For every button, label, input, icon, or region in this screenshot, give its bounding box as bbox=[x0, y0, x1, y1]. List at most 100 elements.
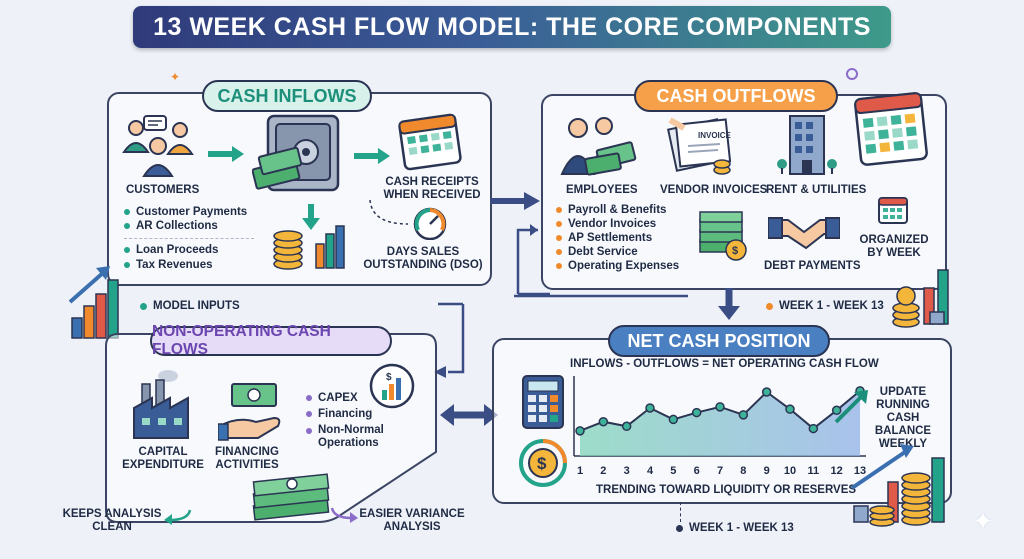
net-formula: INFLOWS - OUTFLOWS = NET OPERATING CASH … bbox=[570, 358, 879, 370]
chart-point bbox=[831, 405, 842, 416]
customers-icon bbox=[122, 115, 194, 177]
x-tick-label: 2 bbox=[600, 465, 606, 477]
model-inputs-label: MODEL INPUTS bbox=[140, 300, 240, 312]
cash-receipts-label: CASH RECEIPTS WHEN RECEIVED bbox=[383, 176, 481, 201]
net-week-range-label: WEEK 1 - WEEK 13 bbox=[676, 522, 794, 534]
sparkle-icon: ✦ bbox=[170, 70, 181, 84]
double-arrow-icon bbox=[440, 404, 498, 426]
dso-label: DAYS SALES OUTSTANDING (DSO) bbox=[363, 246, 483, 271]
invoice-word: INVOICE bbox=[698, 131, 732, 140]
x-tick-label: 4 bbox=[647, 465, 654, 477]
arrow-right-icon bbox=[330, 507, 358, 523]
gauge-icon bbox=[413, 207, 447, 240]
chart-point bbox=[691, 407, 702, 418]
calculator-icon bbox=[522, 375, 564, 429]
arrow-right-icon bbox=[490, 192, 540, 210]
x-tick-label: 13 bbox=[854, 465, 866, 477]
coins-growth-icon bbox=[273, 225, 345, 270]
update-balance-label: UPDATE RUNNING CASH BALANCE WEEKLY bbox=[874, 386, 932, 450]
cash-outflows-header: CASH OUTFLOWS bbox=[634, 80, 838, 112]
week-range-label: WEEK 1 - WEEK 13 bbox=[766, 300, 884, 312]
outflow-bullet: AP Settlements bbox=[556, 232, 652, 244]
sparkle-icon: ✦ bbox=[972, 506, 994, 536]
nonop-bullet: Financing bbox=[306, 408, 372, 420]
weekly-calendar-icon bbox=[854, 92, 928, 166]
financing-label: FINANCING ACTIVITIES bbox=[215, 446, 279, 471]
chart-point bbox=[645, 403, 655, 413]
inflow-bullet: Loan Proceeds bbox=[124, 244, 218, 256]
connector-line bbox=[434, 224, 550, 378]
outflow-bullet: Vendor Invoices bbox=[556, 218, 656, 230]
page-title: 13 WEEK CASH FLOW MODEL: THE CORE COMPON… bbox=[153, 12, 871, 41]
outflow-bullet: Operating Expenses bbox=[556, 260, 679, 272]
nonop-bullet: Non-Normal Operations bbox=[306, 424, 398, 450]
x-tick-label: 10 bbox=[784, 465, 796, 477]
chart-point bbox=[761, 387, 772, 397]
svg-text:$: $ bbox=[732, 245, 738, 257]
outflow-bullet: Payroll & Benefits bbox=[556, 204, 666, 216]
chart-point bbox=[621, 421, 632, 432]
net-cash-header: NET CASH POSITION bbox=[608, 325, 830, 357]
week-range-connector bbox=[680, 502, 681, 522]
inflow-bullet: Customer Payments bbox=[124, 206, 247, 218]
x-tick-label: 7 bbox=[717, 465, 723, 477]
cash-stack-icon: $ bbox=[699, 211, 747, 261]
small-calendar-icon bbox=[878, 197, 908, 224]
chart-point bbox=[598, 416, 609, 427]
sparkle-icon bbox=[846, 68, 858, 80]
growth-bars-icon bbox=[68, 266, 119, 339]
x-tick-label: 9 bbox=[764, 465, 770, 477]
x-tick-label: 12 bbox=[831, 465, 843, 477]
customers-label: CUSTOMERS bbox=[126, 184, 200, 196]
cash-stack-icon bbox=[252, 473, 330, 521]
arrow-down-icon bbox=[302, 204, 320, 230]
non-operating-header: NON-OPERATING CASH FLOWS bbox=[150, 323, 392, 358]
x-tick-label: 3 bbox=[624, 465, 630, 477]
trend-up-arrow-icon bbox=[834, 390, 868, 424]
chart-point bbox=[715, 402, 725, 412]
building-icon bbox=[777, 115, 837, 175]
chart-point bbox=[668, 414, 679, 425]
variance-analysis-label: EASIER VARIANCE ANALYSIS bbox=[359, 508, 465, 533]
rent-utilities-label: RENT & UTILITIES bbox=[766, 184, 867, 196]
dashed-connector bbox=[369, 199, 409, 225]
chart-point bbox=[738, 410, 749, 420]
nonop-bullet: CAPEX bbox=[306, 392, 358, 404]
employees-icon bbox=[560, 117, 637, 176]
vendor-invoices-label: VENDOR INVOICES bbox=[660, 184, 768, 196]
arrow-down-icon bbox=[718, 288, 740, 320]
chart-area bbox=[580, 390, 860, 456]
chart-point bbox=[575, 426, 585, 436]
arrow-left-icon bbox=[164, 509, 192, 525]
coins-growth-icon bbox=[892, 269, 949, 328]
trend-label: TRENDING TOWARD LIQUIDITY OR RESERVES bbox=[596, 484, 857, 496]
growth-emblem-icon: $ bbox=[369, 363, 415, 409]
debt-payments-label: DEBT PAYMENTS bbox=[764, 260, 861, 272]
capex-label: CAPITAL EXPENDITURE bbox=[122, 446, 204, 471]
title-banner: 13 WEEK CASH FLOW MODEL: THE CORE COMPON… bbox=[133, 6, 891, 48]
coins-growth-icon bbox=[850, 444, 945, 527]
x-tick-label: 5 bbox=[670, 465, 676, 477]
employees-label: EMPLOYEES bbox=[566, 184, 638, 196]
x-tick-label: 1 bbox=[577, 465, 583, 477]
factory-icon bbox=[133, 370, 189, 439]
chart-point bbox=[808, 423, 819, 434]
arrow-right-icon bbox=[208, 146, 244, 162]
arrow-right-icon bbox=[354, 148, 390, 164]
hand-cash-icon bbox=[218, 383, 281, 441]
organized-by-week-label: ORGANIZED BY WEEK bbox=[859, 234, 929, 259]
divider bbox=[124, 238, 254, 239]
invoice-icon: INVOICE bbox=[666, 117, 732, 175]
keeps-analysis-label: KEEPS ANALYSIS CLEAN bbox=[62, 508, 162, 533]
cash-inflows-header: CASH INFLOWS bbox=[202, 80, 372, 112]
svg-text:$: $ bbox=[537, 454, 547, 473]
safe-icon bbox=[252, 114, 340, 192]
dollar-cycle-icon: $ bbox=[519, 439, 567, 487]
x-tick-label: 11 bbox=[808, 465, 820, 477]
connector-line bbox=[514, 294, 688, 298]
chart-point bbox=[785, 404, 795, 414]
handshake-icon bbox=[768, 217, 840, 250]
x-tick-label: 6 bbox=[694, 465, 700, 477]
svg-text:$: $ bbox=[386, 372, 392, 383]
